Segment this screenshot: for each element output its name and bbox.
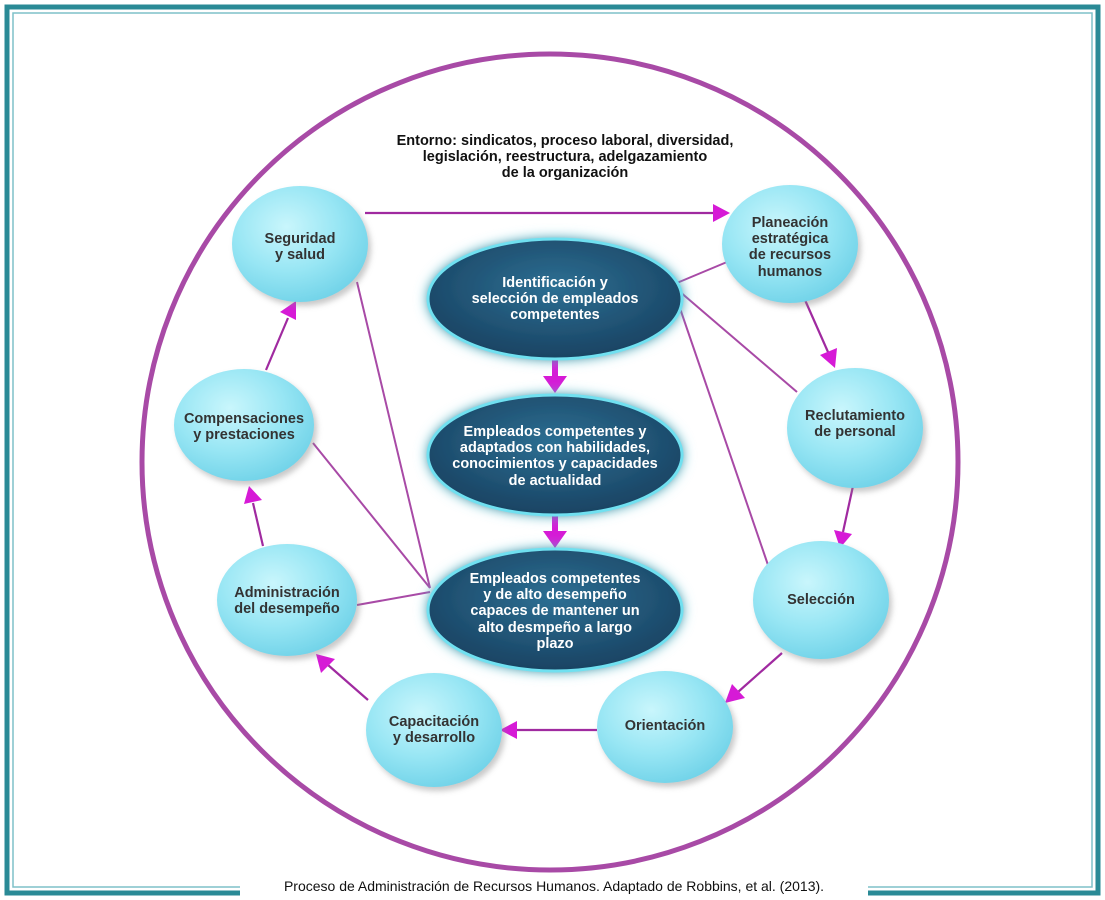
arrowhead-seguridad xyxy=(280,301,296,320)
node-compensaciones-label: Compensaciones y prestaciones xyxy=(183,411,305,444)
environment-circle xyxy=(139,51,961,873)
core-identificacion-label: Identificación y selección de empleados … xyxy=(471,275,639,324)
node-seguridad xyxy=(232,186,368,302)
arrowhead-planeacion xyxy=(713,204,730,222)
connector-core-seleccion xyxy=(671,284,769,566)
core-alto-desempeno xyxy=(426,547,684,673)
core-arrow-2-head xyxy=(543,531,567,548)
core-adaptados-label: Empleados competentes y adaptados con ha… xyxy=(452,424,658,489)
arrowhead-orientacion xyxy=(725,684,745,703)
node-seguridad-label: Seguridad y salud xyxy=(264,231,336,264)
node-capacitacion-label: Capacitación y desarrollo xyxy=(388,714,480,747)
arrow-seleccion-orientacion xyxy=(737,652,783,693)
connector-planeacion-core xyxy=(671,261,728,286)
arrow-compensaciones-seguridad xyxy=(264,317,290,371)
core-arrow-1-head xyxy=(543,376,567,393)
connector-administracion-core xyxy=(356,591,431,606)
arrowhead-reclutamiento xyxy=(820,348,837,368)
core-arrows xyxy=(543,357,567,548)
node-planeacion xyxy=(722,185,858,303)
node-seleccion xyxy=(753,541,889,659)
node-reclutamiento xyxy=(787,368,923,488)
arrowhead-compensaciones xyxy=(244,486,262,504)
arrow-capacitacion-administracion xyxy=(327,664,369,701)
cycle-nodes xyxy=(174,185,923,787)
node-administracion-label: Administración del desempeño xyxy=(234,585,340,618)
core-alto-desempeno-label: Empleados competentes y de alto desempeñ… xyxy=(469,571,641,652)
core-arrow-2-shaft xyxy=(552,512,558,534)
node-orientacion-label: Orientación xyxy=(624,718,706,734)
figure-caption: Proceso de Administración de Recursos Hu… xyxy=(240,876,868,898)
core-ellipses xyxy=(426,237,684,673)
arrowhead-capacitacion xyxy=(500,721,517,739)
node-planeacion-label: Planeación estratégica de recursos human… xyxy=(748,215,832,280)
connector-compensaciones-core xyxy=(312,442,431,589)
node-orientacion xyxy=(597,671,733,783)
environment-label: Entorno: sindicatos, proceso laboral, di… xyxy=(396,133,734,182)
core-adaptados xyxy=(426,393,684,517)
node-administracion xyxy=(217,544,357,656)
core-arrow-1-shaft xyxy=(552,357,558,379)
connector-lines xyxy=(312,261,798,606)
arrowhead-administracion xyxy=(316,654,335,673)
node-compensaciones xyxy=(174,369,314,481)
arrow-reclutamiento-seleccion xyxy=(841,485,855,533)
node-seleccion-label: Selección xyxy=(787,592,855,608)
connector-seguridad-core xyxy=(356,281,431,589)
arrow-administracion-compensaciones xyxy=(251,502,265,547)
arrow-planeacion-reclutamiento xyxy=(803,299,830,353)
node-capacitacion xyxy=(366,673,502,787)
connector-core-reclutamiento xyxy=(671,284,798,393)
core-identificacion xyxy=(426,237,684,361)
node-reclutamiento-label: Reclutamiento de personal xyxy=(805,408,905,441)
cycle-arrows xyxy=(244,204,855,739)
